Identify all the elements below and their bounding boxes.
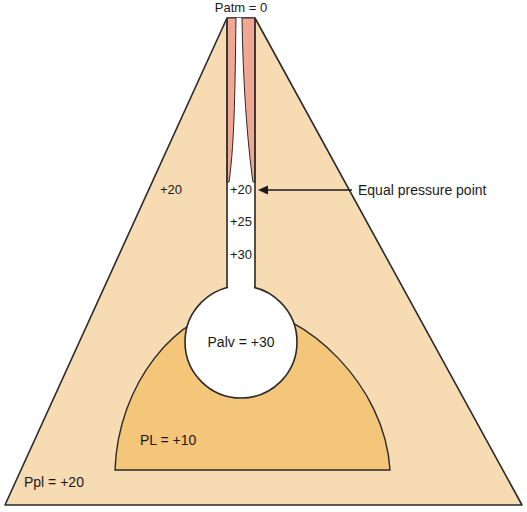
leader-line bbox=[266, 189, 352, 191]
pressure-value: +20 bbox=[160, 183, 182, 198]
pressure-label: +30 bbox=[230, 248, 252, 263]
airway-tube: +20 +25 +30 bbox=[220, 18, 262, 294]
alveolus-circle: Palv = +30 bbox=[185, 286, 297, 398]
pressure-label: Palv = +30 bbox=[208, 334, 275, 350]
pressure-label: +25 bbox=[230, 215, 252, 230]
pressure-label: Ppl = +20 bbox=[24, 474, 84, 490]
pressure-label: +20 bbox=[230, 183, 252, 198]
pressure-label: PL = +10 bbox=[140, 432, 196, 448]
arrow-head bbox=[258, 186, 268, 195]
atmospheric-pressure: Patm = 0 bbox=[215, 1, 267, 16]
callout-label: Equal pressure point bbox=[358, 182, 486, 198]
